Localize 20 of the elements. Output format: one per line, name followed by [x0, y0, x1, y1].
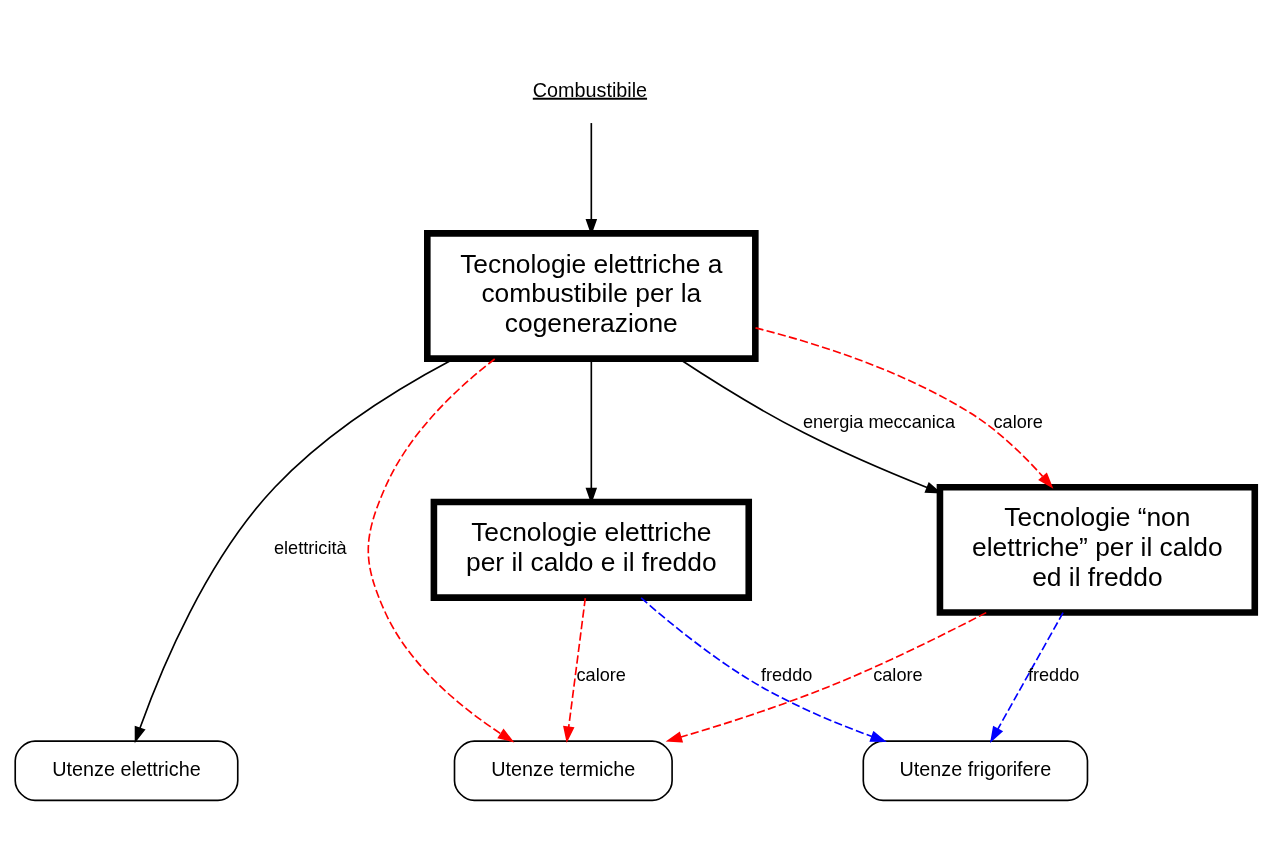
arrow — [665, 611, 988, 743]
edge-label: calore — [873, 665, 923, 686]
arrow — [640, 597, 887, 742]
node-box: Utenze termiche — [453, 740, 673, 802]
edge-label: freddo — [760, 665, 813, 686]
edge-label: freddo — [1027, 665, 1080, 686]
arrow — [990, 611, 1064, 743]
edge-label: energia meccanica — [802, 411, 956, 432]
arrow — [563, 597, 587, 743]
edge-label: elettricità — [274, 538, 347, 559]
node-box: Tecnologie elettriche per il caldo e il freddo — [430, 498, 753, 601]
edge-label: calore — [576, 665, 626, 686]
node-box: Tecnologie “non elettriche” per il caldo ed il freddo — [936, 483, 1259, 616]
node-box: Utenze frigorifere — [862, 740, 1089, 802]
arrow — [367, 358, 515, 743]
arrow — [754, 327, 1054, 489]
node-box: Utenze elettriche — [14, 740, 239, 802]
node-box: Tecnologie elettriche a combustibile per la cogenerazione — [424, 230, 759, 362]
edge-label: calore — [993, 411, 1043, 432]
node-text: Combustibile — [532, 78, 648, 101]
